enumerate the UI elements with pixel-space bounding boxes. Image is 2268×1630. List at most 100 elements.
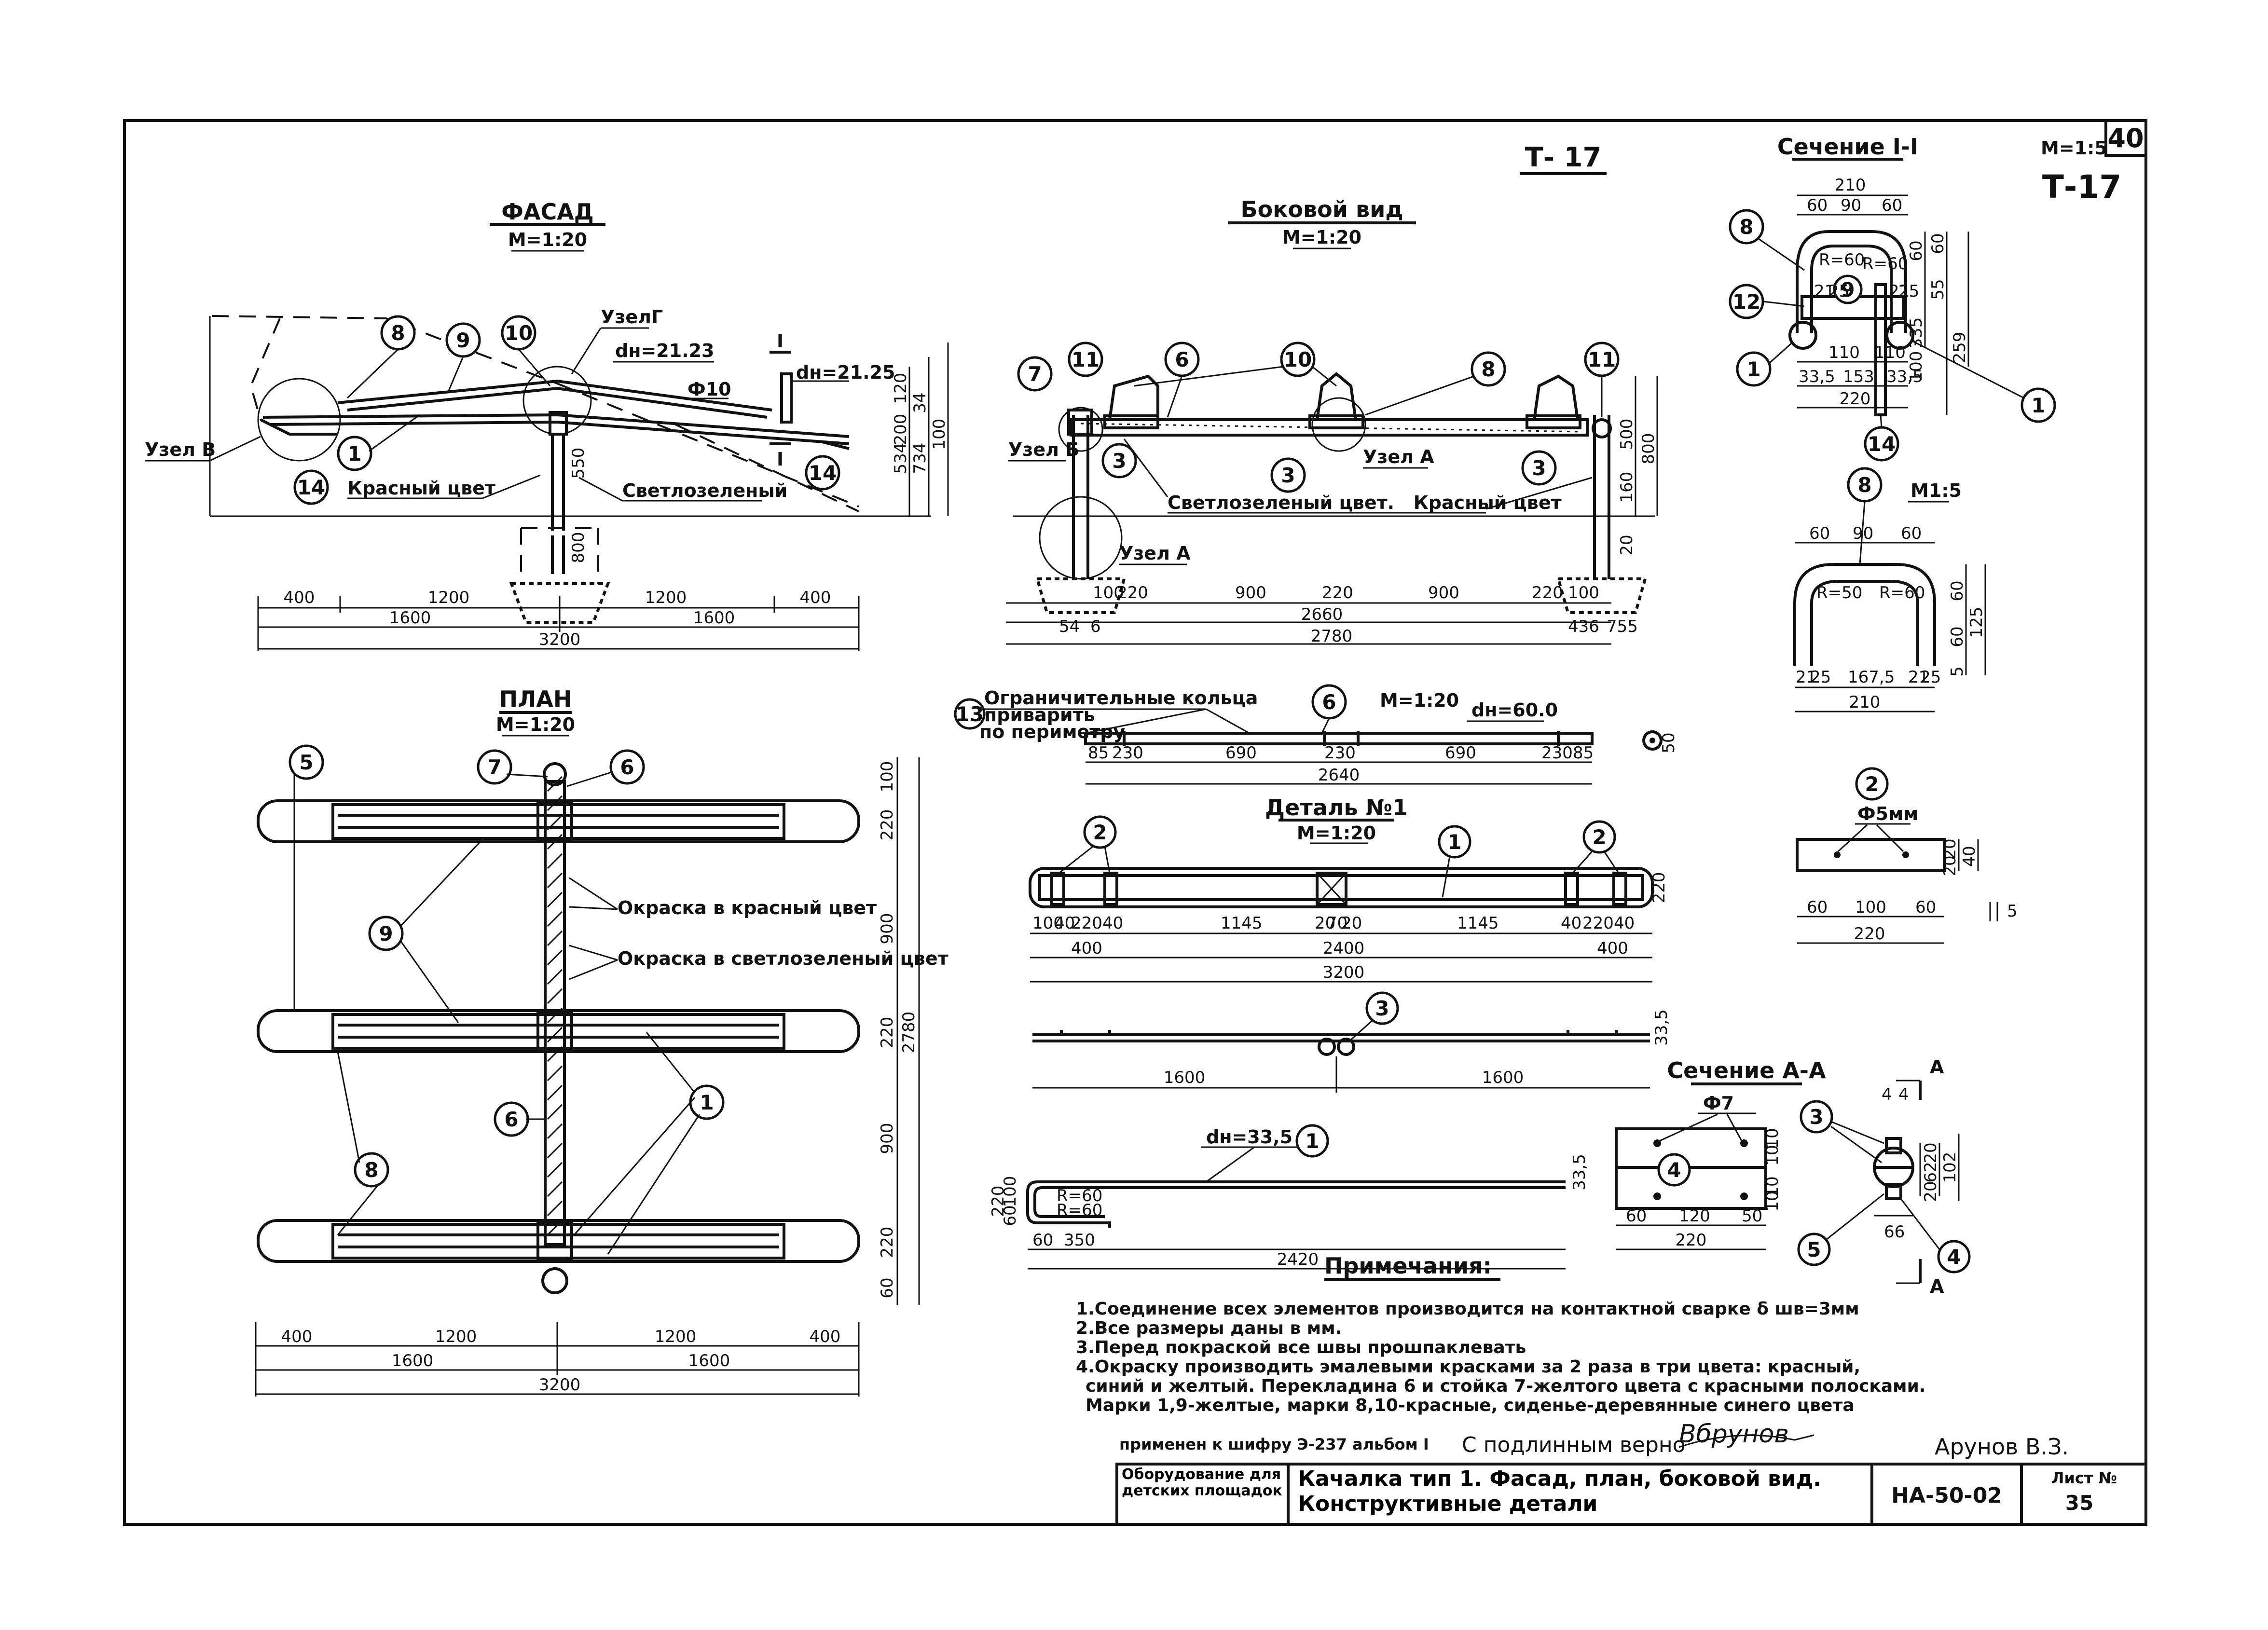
notes: Примечания: 1.Соединение всех элементов … [1076,1253,1925,1415]
label-lightgreen: Светлозеленый [622,480,787,501]
dim-detail1-220b: 220 [1582,914,1614,933]
dim-facade-200: 34 [910,392,930,413]
dim-bend-60h: 60 [1032,1231,1053,1250]
dim-side-800: 20 [1617,534,1636,555]
dim-side-220b: 220 [1322,583,1353,603]
dim-d8-21a: 21 [1796,668,1816,687]
dim-detail1-1145b: 1145 [1457,914,1499,933]
dim-side-220a: 220 [1117,583,1148,603]
dim-facade-734: 100 [930,419,949,450]
callout-1-bent: 1 [1295,1124,1329,1158]
dim-facade-1200b: 1200 [645,588,687,607]
dim-side-6b: 755 [1607,617,1638,636]
dim-plan-900a: 900 [878,913,897,945]
dim-bar-335: 33,5 [1652,1009,1671,1046]
dim-plan-3200: 3200 [539,1375,581,1395]
svg-text:6: 6 [1175,348,1189,371]
svg-text:1: 1 [1305,1129,1319,1153]
svg-text:3: 3 [1281,464,1295,487]
label-phi10: Ф10 [687,379,731,400]
dim-aa-20b: 20 [1921,1181,1940,1202]
dim-detail1-400a: 400 [1071,939,1102,958]
dim-sec-335b: 33,5 [1886,367,1923,386]
dim-d8-125: 125 [1967,607,1986,638]
svg-text:14: 14 [809,461,837,485]
dim-sec-110b: 110 [1874,343,1906,362]
dim-detail1-40c: 40 [1561,914,1581,933]
dim-side-2660: 2660 [1301,605,1343,624]
dim-aa-60: 60 [1626,1206,1647,1226]
callout-6-plan-bottom: 6 [494,1101,529,1137]
svg-text:3: 3 [1375,997,1389,1020]
dim-sec-60b: 60 [1882,196,1902,215]
callout-6-side: 6 [1164,342,1200,377]
dim-sec-60v2: 60 [1928,233,1948,254]
stamp-applied: применен к шифру Э-237 альбом I [1119,1435,1429,1453]
svg-text:8: 8 [1481,357,1495,381]
svg-text:13: 13 [956,702,984,726]
callout-1-facade: 1 [337,436,372,471]
dim-beam-690b: 690 [1445,743,1476,763]
svg-text:10: 10 [1284,348,1312,371]
dim-side-755: 800 [1639,433,1658,465]
dim-plate-20b: 20 [1940,855,1960,876]
callout-6-plan-top: 6 [609,749,645,785]
svg-text:1: 1 [700,1091,714,1114]
svg-text:2: 2 [1865,772,1879,796]
dim-sec-335a: 33,5 [1799,367,1835,386]
callout-8-detail: 8 [1847,467,1883,503]
dim-d8-21b: 21 [1908,668,1929,687]
dim-plan-900b: 900 [878,1123,897,1154]
dim-side-900a: 900 [1235,583,1266,603]
dim-sec-259: 259 [1950,332,1969,363]
callout-13: 13 [954,698,986,730]
label-dn-60: dн=60.0 [1471,699,1558,721]
dim-d8-60b: 60 [1901,524,1922,543]
callout-10-side: 10 [1280,342,1316,377]
side-scale: М=1:20 [1282,227,1361,248]
svg-text:1: 1 [347,442,361,466]
dim-aa-10b: 10 [1763,1145,1782,1165]
label-phi5: Ф5мм [1857,803,1918,824]
callout-2-detail-left: 2 [1083,815,1117,849]
dim-sec-335v: 335 [1907,317,1926,349]
dim-aa-66: 66 [1884,1222,1905,1242]
dim-d8-90: 90 [1853,524,1873,543]
label-uzel-v: Узел В [145,439,216,460]
stamp-sheet-number: 35 [2065,1491,2093,1515]
svg-text:2: 2 [1093,821,1107,844]
sectionAA-title: Сечение А-А [1667,1057,1826,1083]
dim-sec-210: 210 [1835,176,1866,195]
dim-detail1-220v: 220 [1649,872,1669,904]
stamp-person: Арунов В.З. [1935,1434,2069,1460]
dim-plate-20a: 20 [1940,838,1960,859]
label-uzel-g: УзелГ [601,306,663,328]
svg-text:11: 11 [1588,348,1616,371]
bar-detail: 3 33,5 1600 1600 [1032,991,1671,1093]
stamp-verified: С подлинным верно [1462,1433,1686,1457]
sectionAA-mark-top: А [1930,1056,1944,1078]
callout-1-plan: 1 [689,1084,725,1120]
svg-text:14: 14 [297,476,325,499]
section-A-A: Сечение А-А А А Ф7 4 60 120 50 220 10 10… [1615,1056,1971,1297]
dim-plate-60a: 60 [1807,898,1828,917]
callout-10-facade: 10 [501,315,536,351]
callout-14-sec: 14 [1864,426,1899,462]
section11-scale: М=1:5 [2041,137,2107,159]
callout-3-side-right: 3 [1521,450,1557,486]
dim-bar-1600b: 1600 [1482,1068,1524,1087]
dim-facade-100: 200 [891,414,910,445]
rings-label-1: Ограничительные кольца [984,687,1258,709]
dim-plan-220c: 220 [878,1227,897,1258]
dim-aa-4a: 4 [1882,1085,1892,1104]
note-line-6: Марки 1,9-желтые, марки 8,10-красные, си… [1086,1396,1855,1415]
dim-sec-60a: 60 [1807,196,1828,215]
sheet-code-center: Т- 17 [1525,142,1602,173]
detail8-scale: М1:5 [1911,480,1962,501]
svg-text:4: 4 [1667,1158,1681,1182]
dim-detail1-20b: 20 [1341,914,1362,933]
section11-title: Сечение I-I [1777,134,1918,160]
note-line-2: 2.Все размеры даны в мм. [1076,1318,1342,1338]
side-title: Боковой вид [1241,196,1403,222]
callout-7-plan: 7 [477,749,512,785]
